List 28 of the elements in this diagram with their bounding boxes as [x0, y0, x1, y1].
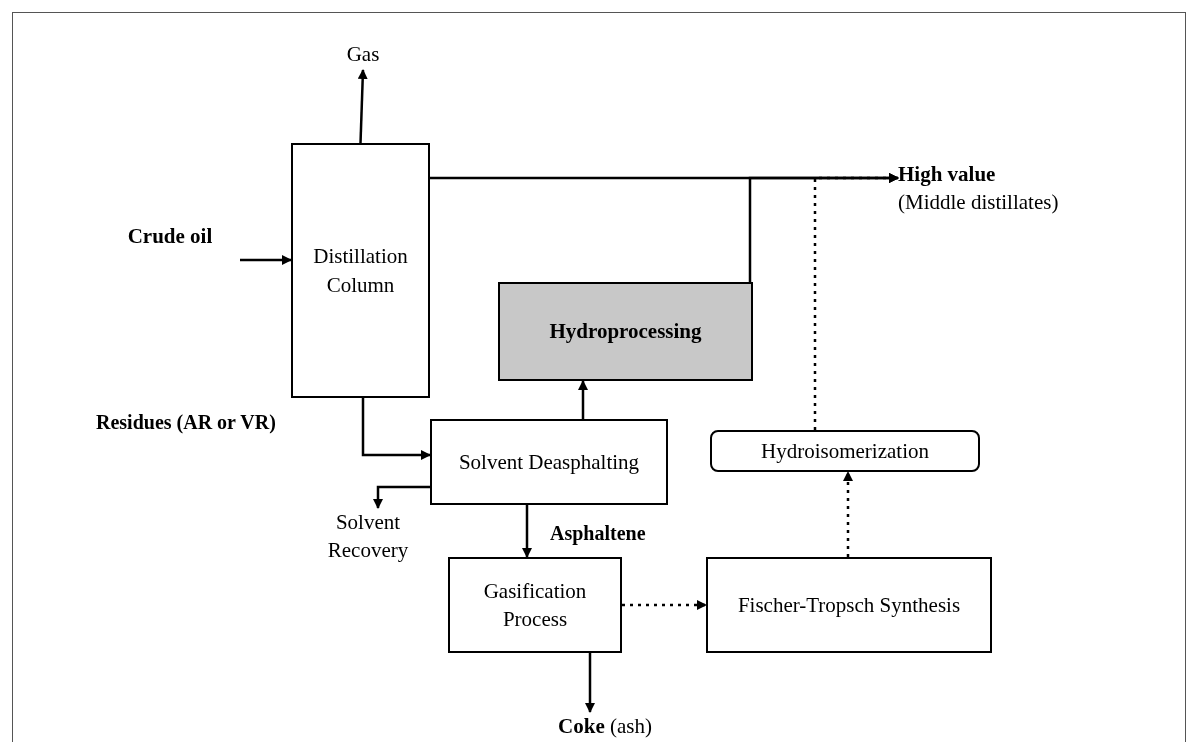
- process-box: [430, 419, 668, 505]
- flow-label: Crude oil: [127, 223, 213, 250]
- arrow: [522, 505, 532, 558]
- arrow: [585, 653, 595, 713]
- process-box: [710, 430, 980, 472]
- box-label: Hydroisomerization: [761, 437, 929, 465]
- flow-label: Gas: [346, 41, 380, 68]
- dotted-arrow: [843, 471, 853, 557]
- box-label: Fischer-Tropsch Synthesis: [737, 591, 961, 619]
- dotted-arrow: [813, 173, 899, 430]
- process-box: [706, 557, 992, 653]
- box-label: Distillation Column: [312, 243, 409, 299]
- arrow: [373, 485, 430, 509]
- arrow: [240, 255, 292, 265]
- process-box: [291, 143, 430, 398]
- box-label: Gasification Process: [482, 577, 588, 633]
- arrow: [357, 69, 368, 144]
- dotted-arrow: [622, 600, 707, 610]
- flow-label: (Middle distillates): [898, 189, 1059, 217]
- process-box: [498, 282, 753, 381]
- flow-label: Solvent Recovery: [326, 509, 410, 565]
- arrow: [578, 380, 588, 419]
- arrow: [361, 398, 431, 460]
- process-box: [448, 557, 622, 653]
- flow-label: High value: [898, 161, 996, 188]
- flow-label: Coke (ash): [558, 713, 652, 740]
- box-label: Hydroprocessing: [549, 318, 702, 346]
- box-label: Solvent Deasphalting: [458, 448, 640, 476]
